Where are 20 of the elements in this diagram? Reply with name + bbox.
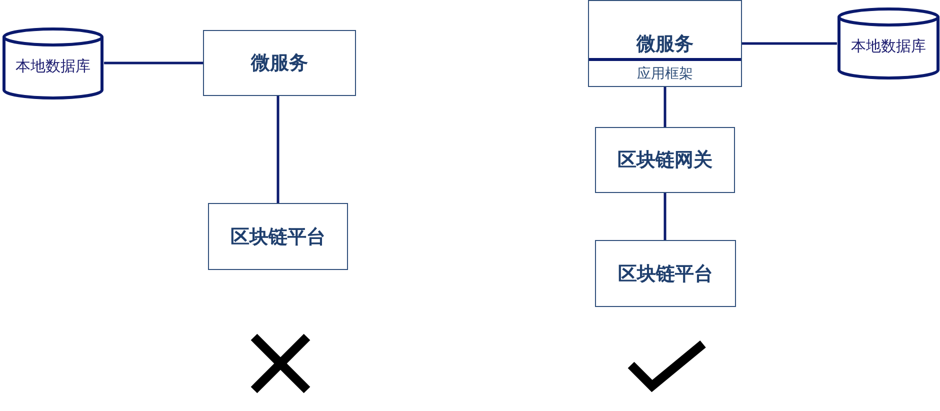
node-label: 微服务 bbox=[636, 32, 694, 56]
node-label: 本地数据库 bbox=[851, 37, 926, 56]
connector-line bbox=[276, 96, 280, 203]
service-box bbox=[588, 0, 742, 87]
process-box bbox=[595, 127, 735, 193]
process-box bbox=[208, 203, 348, 270]
process-box bbox=[203, 30, 356, 96]
node-label: 区块链平台 bbox=[618, 262, 713, 286]
connector-line bbox=[742, 42, 837, 45]
node-label: 本地数据库 bbox=[16, 57, 90, 76]
database-cylinder bbox=[2, 27, 104, 100]
database-cylinder bbox=[837, 7, 940, 80]
connector-line bbox=[104, 62, 203, 64]
node-label: 区块链网关 bbox=[618, 148, 712, 173]
node-label: 微服务 bbox=[251, 51, 308, 76]
connector-line bbox=[664, 193, 666, 240]
node-label: 区块链平台 bbox=[230, 224, 326, 250]
process-box bbox=[595, 240, 736, 307]
connector-line bbox=[664, 87, 666, 127]
node-sublabel: 应用框架 bbox=[637, 64, 693, 82]
